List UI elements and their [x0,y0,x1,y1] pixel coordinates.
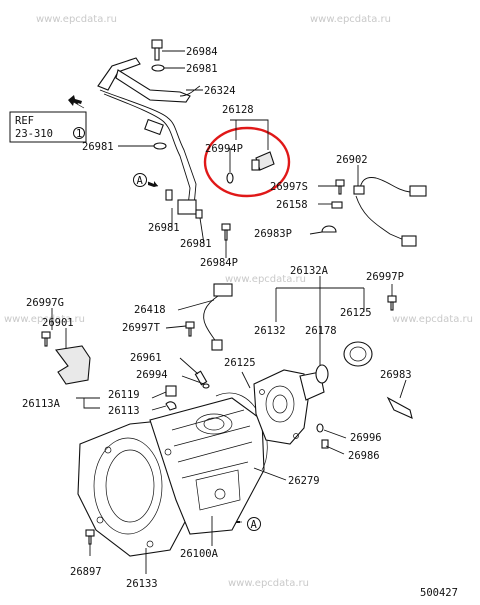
part-label[interactable]: 26132 [254,325,286,337]
watermarks: www.epcdata.ru www.epcdata.ru www.epcdat… [4,14,473,589]
part-label[interactable]: 26997P [366,271,404,283]
part-label[interactable]: 26113A [22,398,61,410]
wire-harness-upper[interactable] [97,57,203,219]
part-label[interactable]: 26418 [134,304,166,316]
bolt-26997P[interactable] [387,295,397,311]
bushing-26119[interactable] [165,385,177,397]
ref-circle-number: 1 [76,128,82,140]
part-labels: 26984 26981 26324 26128 26994P 26981 269… [22,46,412,590]
part-label[interactable]: 26897 [70,566,102,578]
clip-26158[interactable] [331,201,343,209]
part-label[interactable]: 26133 [126,578,158,590]
part-label[interactable]: 26986 [348,450,380,462]
drawing-number: 500427 [420,587,458,599]
bolt-26961[interactable] [194,370,208,386]
part-label[interactable]: 26125 [224,357,256,369]
dust-seal-26125[interactable] [343,341,373,367]
part-label[interactable]: 26997T [122,322,161,334]
bolt-26997G[interactable] [41,331,51,347]
part-label[interactable]: 26961 [130,352,162,364]
part-label[interactable]: 26178 [305,325,337,337]
part-label[interactable]: 26324 [204,85,236,97]
washer-26996[interactable] [316,423,324,433]
watermark: www.epcdata.ru [4,314,85,325]
clip-26983[interactable] [386,396,413,419]
clip-26981-left[interactable] [153,142,167,150]
wire-harness-26902[interactable] [353,177,427,247]
part-label[interactable]: 26119 [108,389,140,401]
part-label[interactable]: 26981 [180,238,212,250]
marker-a-label: A [251,519,258,531]
ref-line-2: 23-310 [15,128,53,140]
highlight-circle [203,126,291,198]
part-label[interactable]: 26128 [222,104,254,116]
part-label[interactable]: 26100A [180,548,219,560]
part-label[interactable]: 26279 [288,475,320,487]
clip-26113[interactable] [165,401,177,411]
part-label[interactable]: 26113 [108,405,140,417]
ref-box[interactable]: REF 23-310 1 [9,111,87,143]
part-label[interactable]: 26994 [136,369,168,381]
sensor-26128[interactable] [226,151,275,184]
bolt-26997S[interactable] [335,179,345,195]
ref-line-1: REF [15,115,34,127]
oil-seal-26178[interactable] [315,364,329,384]
watermark: www.epcdata.ru [36,14,117,25]
watermark: www.epcdata.ru [228,578,309,589]
part-label[interactable]: 26901 [42,317,74,329]
bolt-26984P[interactable] [221,223,231,241]
part-label[interactable]: 26132A [290,265,329,277]
watermark: www.epcdata.ru [392,314,473,325]
bolt-26997T[interactable] [185,321,195,337]
housing-26132[interactable] [253,369,325,445]
part-label[interactable]: 26158 [276,199,308,211]
marker-a-label: A [137,175,144,187]
washer-26994[interactable] [202,383,210,389]
bolt-26897[interactable] [85,529,95,545]
part-label[interactable]: 26125 [340,307,372,319]
part-label[interactable]: 26981 [186,63,218,75]
watermark: www.epcdata.ru [225,274,306,285]
part-label[interactable]: 26902 [336,154,368,166]
part-label[interactable]: 26981 [148,222,180,234]
bracket-26901[interactable] [55,345,91,385]
bolt-26986[interactable] [321,439,329,449]
arrow-icon [68,95,85,109]
clip-26981-top[interactable] [151,64,165,72]
part-label[interactable]: 26997S [270,181,308,193]
part-label[interactable]: 26984P [200,257,238,269]
part-label[interactable]: 26994P [205,143,243,155]
clip-26983P[interactable] [321,225,337,233]
watermark: www.epcdata.ru [310,14,391,25]
sensor-26418[interactable] [203,283,233,351]
marker-a-upper[interactable]: A [133,173,159,188]
bolt-26984[interactable] [151,39,163,61]
part-label[interactable]: 26983 [380,369,412,381]
part-label[interactable]: 26983P [254,228,292,240]
part-label[interactable]: 26981 [82,141,114,153]
transfer-case-26100A[interactable] [77,397,265,557]
part-label[interactable]: 26984 [186,46,218,58]
leader-lines [51,50,407,574]
part-label[interactable]: 26996 [350,432,382,444]
part-label[interactable]: 26997G [26,297,64,309]
